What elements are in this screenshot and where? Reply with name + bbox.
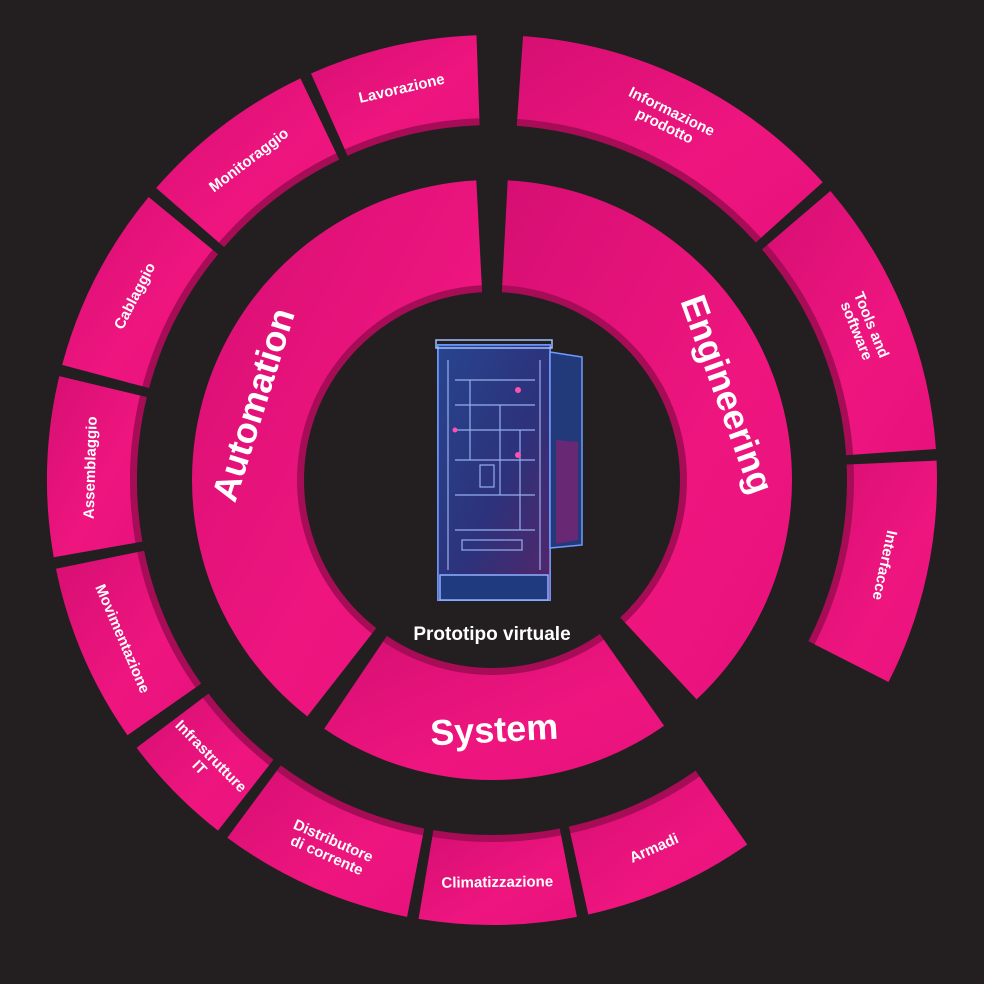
outer-segment-monitoraggio[interactable]: Monitoraggio bbox=[156, 78, 340, 248]
inner-segment-engineering-face bbox=[502, 180, 792, 700]
outer-segment-armadi[interactable]: Armadi bbox=[568, 770, 748, 915]
outer-segment-climatizzazione[interactable]: Climatizzazione bbox=[418, 828, 577, 926]
outer-segment-informazione-prodotto[interactable]: Informazioneprodotto bbox=[516, 36, 823, 243]
outer-segment-climatizzazione-face bbox=[418, 835, 577, 926]
outer-segment-interfacce[interactable]: Interfacce bbox=[808, 460, 937, 683]
outer-segment-distributore-di-corrente-face bbox=[227, 770, 423, 917]
inner-segment-system-bevel bbox=[382, 634, 605, 676]
inner-segment-label: System bbox=[429, 706, 559, 754]
outer-segment-infrastrutture-it-face bbox=[136, 697, 270, 831]
outer-segment-cablaggio-bevel bbox=[141, 249, 219, 389]
outer-segment-distributore-di-corrente-bevel bbox=[276, 765, 425, 837]
outer-segment-tools-and-software[interactable]: Tools andsoftware bbox=[761, 190, 936, 456]
outer-segment-climatizzazione-bevel bbox=[432, 828, 562, 844]
outer-segment-informazione-prodotto-face bbox=[517, 36, 823, 238]
svg-text:Assemblaggio: Assemblaggio bbox=[81, 416, 101, 519]
center-label: Prototipo virtuale bbox=[413, 624, 571, 645]
outer-segment-tools-and-software-face bbox=[767, 190, 936, 455]
outer-segment-tools-and-software-bevel bbox=[761, 244, 855, 456]
outer-segment-label: Assemblaggio bbox=[81, 416, 101, 519]
inner-segment-system[interactable]: System bbox=[324, 634, 665, 780]
outer-segment-lavorazione-face bbox=[311, 35, 480, 150]
outer-segment-infrastrutture-it[interactable]: InfrastruttureIT bbox=[136, 693, 274, 831]
outer-segment-movimentazione-bevel bbox=[136, 550, 202, 689]
outer-segment-interfacce-face bbox=[814, 460, 937, 683]
outer-segment-movimentazione-face bbox=[55, 552, 196, 736]
inner-segment-system-face bbox=[324, 639, 665, 780]
outer-segment-lavorazione-bevel bbox=[344, 117, 480, 156]
outer-segment-distributore-di-corrente[interactable]: Distributoredi corrente bbox=[227, 765, 425, 917]
outer-segment-cablaggio-face bbox=[62, 196, 213, 387]
outer-segment-armadi-bevel bbox=[568, 770, 701, 835]
inner-segment-automation-face bbox=[191, 180, 482, 717]
outer-segment-label: Climatizzazione bbox=[441, 873, 553, 891]
svg-text:Climatizzazione: Climatizzazione bbox=[441, 873, 553, 891]
outer-segment-lavorazione[interactable]: Lavorazione bbox=[311, 35, 480, 156]
outer-segment-armadi-face bbox=[570, 776, 748, 915]
svg-text:System: System bbox=[429, 706, 559, 754]
outer-segment-movimentazione[interactable]: Movimentazione bbox=[55, 550, 202, 736]
outer-ring: LavorazioneMonitoraggioCablaggioAssembla… bbox=[47, 35, 937, 926]
server-cabinet-wireframe-icon bbox=[435, 339, 583, 601]
outer-segment-monitoraggio-bevel bbox=[218, 152, 340, 248]
outer-segment-interfacce-bevel bbox=[808, 464, 855, 645]
outer-segment-infrastrutture-it-bevel bbox=[202, 693, 274, 767]
outer-segment-cablaggio[interactable]: Cablaggio bbox=[62, 196, 219, 389]
outer-segment-assemblaggio[interactable]: Assemblaggio bbox=[47, 376, 147, 558]
outer-segment-assemblaggio-face bbox=[47, 376, 141, 558]
outer-segment-monitoraggio-face bbox=[156, 78, 337, 243]
outer-segment-assemblaggio-bevel bbox=[129, 395, 147, 544]
